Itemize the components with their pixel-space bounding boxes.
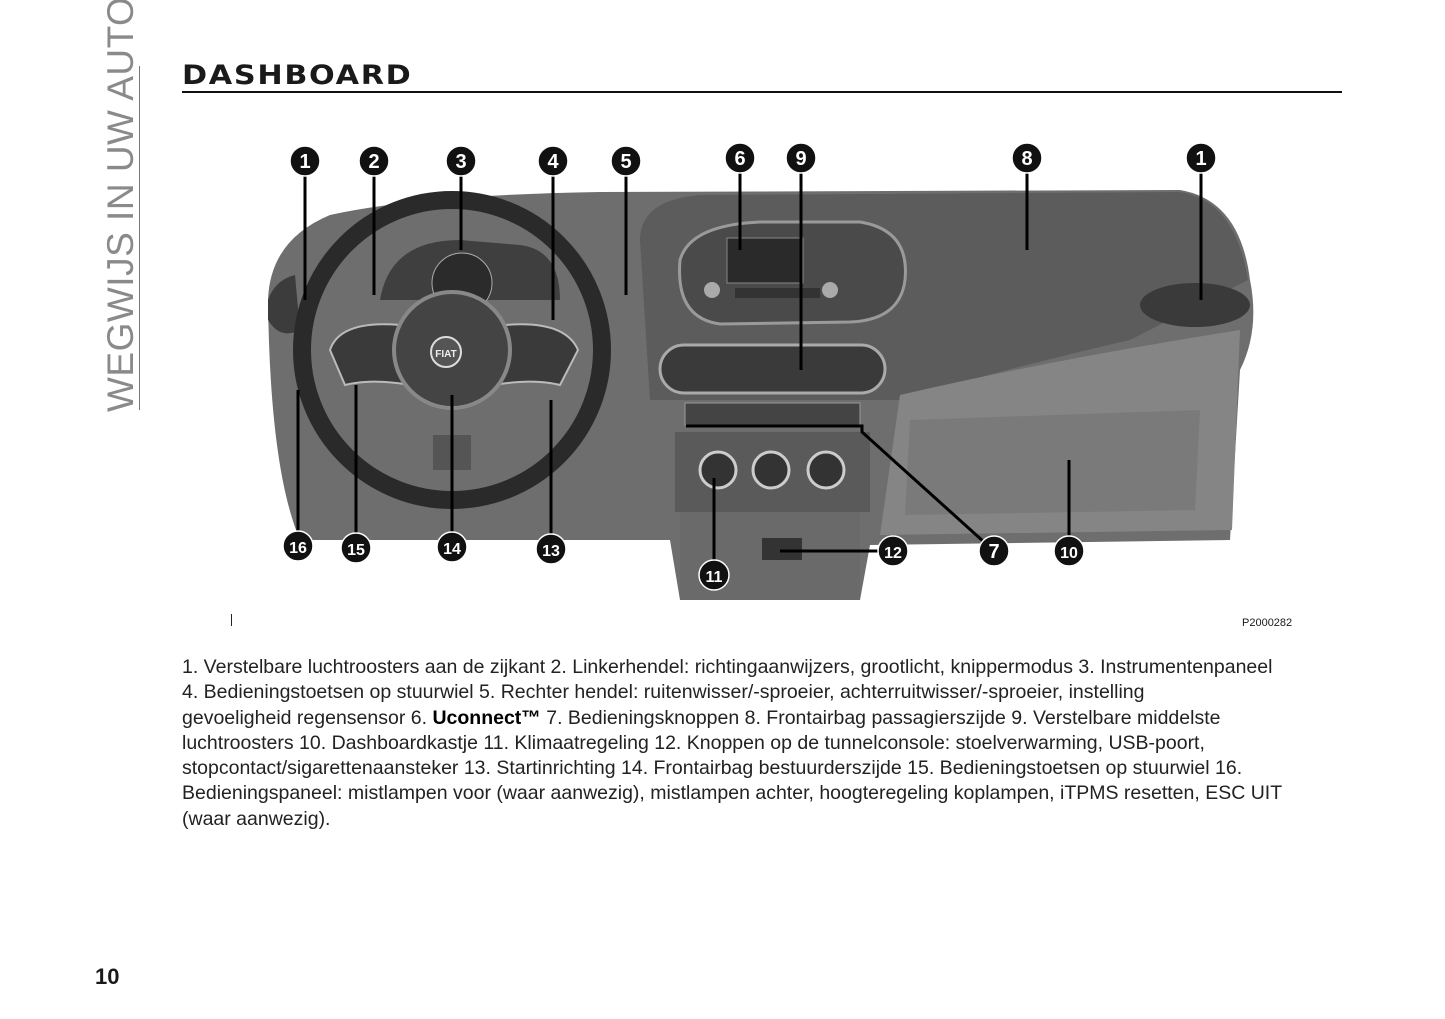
caption-line: 1. Verstelbare luchtroosters aan de zijk…	[182, 656, 1273, 678]
callout-number: 1	[1195, 148, 1206, 170]
callout-marker	[1053, 535, 1085, 567]
callout-number: 7	[988, 541, 999, 563]
caption-text: 7. Bedieningsknoppen 8. Frontairbag pass…	[546, 706, 1221, 729]
callout-number: 10	[1060, 545, 1078, 562]
callout-marker	[340, 532, 372, 564]
callout-number: 12	[884, 545, 902, 562]
callout-marker	[436, 531, 468, 563]
caption-text: gevoeligheid regensensor 6.	[182, 706, 428, 729]
callout-number: 1	[299, 151, 310, 173]
callout-marker	[358, 145, 390, 177]
callout-number: 5	[620, 151, 631, 173]
callout-number: 3	[455, 151, 466, 173]
title-underline	[182, 91, 1342, 93]
callout-marker	[698, 559, 730, 591]
uconnect-label: Uconnect™	[432, 706, 541, 729]
dashboard-drawing: FIAT	[268, 190, 1254, 600]
callout-number: 9	[795, 148, 806, 170]
caption-line: luchtroosters 10. Dashboardkastje 11. Kl…	[182, 731, 1205, 754]
fiat-badge: FIAT	[435, 349, 456, 360]
callout-number: 8	[1021, 148, 1032, 170]
figure-caption: 1. Verstelbare luchtroosters aan de zijk…	[182, 655, 1282, 832]
callout-marker	[289, 145, 321, 177]
caption-line: stopcontact/sigarettenaansteker 13. Star…	[182, 757, 1243, 780]
callout-number: 16	[289, 540, 307, 557]
caption-line: gevoeligheid regensensor 6. Uconnect™ 7.…	[182, 706, 1282, 731]
callout-marker	[1185, 142, 1217, 174]
sidebar-divider	[139, 66, 140, 410]
callout-leader-line	[686, 424, 996, 553]
figure-code: P2000282	[1242, 617, 1293, 629]
caption-line: Bedieningspaneel: mistlampen voor (waar …	[182, 782, 1283, 805]
callout-marker	[282, 530, 314, 562]
callout-marker	[610, 145, 642, 177]
callout-marker	[877, 535, 909, 567]
callout-marker	[785, 142, 817, 174]
callout-number: 6	[734, 148, 745, 170]
callout-marker	[537, 145, 569, 177]
callout-number: 15	[347, 542, 365, 559]
callout-number: 2	[368, 151, 379, 173]
callout-number: 13	[542, 543, 560, 560]
callout-number: 11	[706, 569, 723, 586]
callout-marker	[724, 142, 756, 174]
page-title: DASHBOARD	[182, 60, 413, 91]
callout-marker	[445, 145, 477, 177]
callout-marker	[1011, 142, 1043, 174]
callout-number: 4	[547, 151, 559, 173]
caption-line: 4. Bedieningstoetsen op stuurwiel 5. Rec…	[182, 681, 1145, 704]
caption-line: (waar aanwezig).	[182, 807, 331, 830]
page-number: 10	[95, 964, 120, 989]
figure-mark	[231, 614, 232, 626]
callout-marker	[535, 533, 567, 565]
callout-marker	[978, 535, 1010, 567]
callout-number: 14	[443, 541, 461, 558]
